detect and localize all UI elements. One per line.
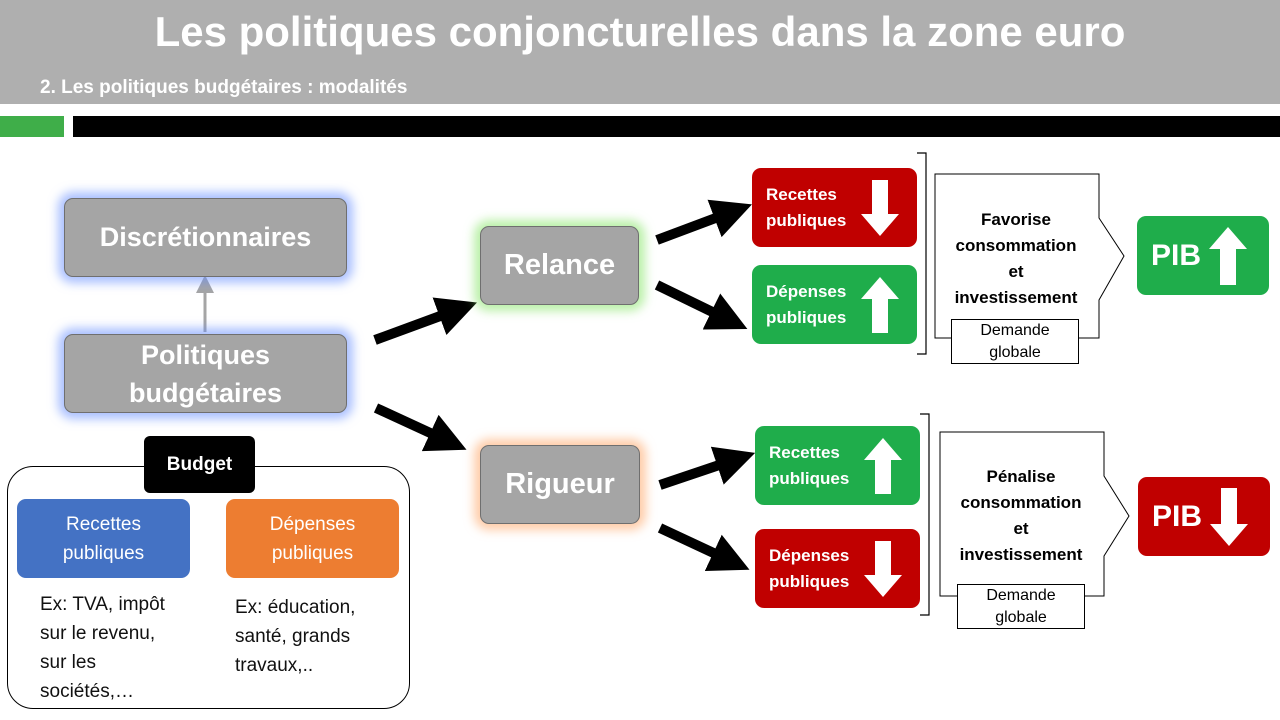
- rigueur-effect: Pénalise consommation et investissement: [959, 467, 1083, 564]
- rigueur-depenses-label: Dépenses publiques: [769, 545, 850, 591]
- relance-recettes-box: Recettes publiques: [752, 168, 917, 247]
- budget-depenses-label: Dépenses publiques: [269, 513, 356, 564]
- budget-depenses-box: Dépenses publiques: [226, 499, 399, 578]
- rigueur-pib-label: PIB: [1152, 499, 1203, 533]
- relance-pib-label: PIB: [1151, 238, 1202, 272]
- node-rigueur: Rigueur: [480, 445, 640, 524]
- arrow-down-icon: [1210, 488, 1248, 546]
- node-politiques-budgetaires: Politiques budgétaires: [64, 334, 347, 413]
- slide-subtitle: 2. Les politiques budgétaires : modalité…: [40, 77, 408, 98]
- depenses-examples: Ex: éducation, santé, grands travaux,..: [235, 597, 356, 676]
- rigueur-recettes-label: Recettes publiques: [769, 442, 850, 488]
- slide-title: Les politiques conjoncturelles dans la z…: [154, 8, 1126, 55]
- bracket-icon: [920, 413, 930, 616]
- header-band: [0, 0, 1280, 104]
- arrow-up-icon: [861, 277, 899, 333]
- node-discretionnaires: Discrétionnaires: [64, 198, 347, 277]
- arrow-down-icon: [864, 541, 902, 597]
- bracket-icon: [917, 152, 927, 355]
- node-discretionnaires-label: Discrétionnaires: [99, 222, 312, 252]
- arrow-right-icon: [373, 403, 467, 452]
- node-politiques-budgetaires-label: Politiques budgétaires: [128, 339, 283, 408]
- relance-depenses-label: Dépenses publiques: [766, 281, 847, 327]
- arrow-right-icon: [657, 523, 750, 571]
- arrow-right-icon: [654, 280, 748, 330]
- node-relance-label: Relance: [503, 249, 616, 281]
- rigueur-depenses-box: Dépenses publiques: [755, 529, 920, 608]
- accent-bar-black: [73, 116, 1280, 137]
- rigueur-demand-box: Demande globale: [957, 584, 1085, 629]
- relance-demand-box: Demande globale: [951, 319, 1079, 364]
- recettes-examples: Ex: TVA, impôt sur le revenu, sur les so…: [40, 594, 165, 702]
- node-relance: Relance: [480, 226, 639, 305]
- relance-effect: Favorise consommation et investissement: [954, 210, 1078, 307]
- budget-label: Budget: [166, 453, 233, 475]
- budget-recettes-box: Recettes publiques: [17, 499, 190, 578]
- rigueur-recettes-box: Recettes publiques: [755, 426, 920, 505]
- accent-bar-green: [0, 116, 64, 137]
- arrow-down-icon: [861, 180, 899, 236]
- relance-pib-box: PIB: [1137, 216, 1269, 295]
- arrow-up-icon: [1209, 227, 1247, 285]
- arrow-up-icon: [864, 438, 902, 494]
- budget-badge: Budget: [144, 436, 255, 493]
- arrow-right-icon: [655, 199, 752, 245]
- budget-recettes-label: Recettes publiques: [62, 513, 145, 564]
- arrow-right-icon: [658, 446, 756, 490]
- node-rigueur-label: Rigueur: [505, 468, 615, 500]
- relance-recettes-label: Recettes publiques: [766, 184, 847, 230]
- rigueur-pib-box: PIB: [1138, 477, 1270, 556]
- relance-depenses-box: Dépenses publiques: [752, 265, 917, 344]
- arrow-right-icon: [373, 297, 478, 345]
